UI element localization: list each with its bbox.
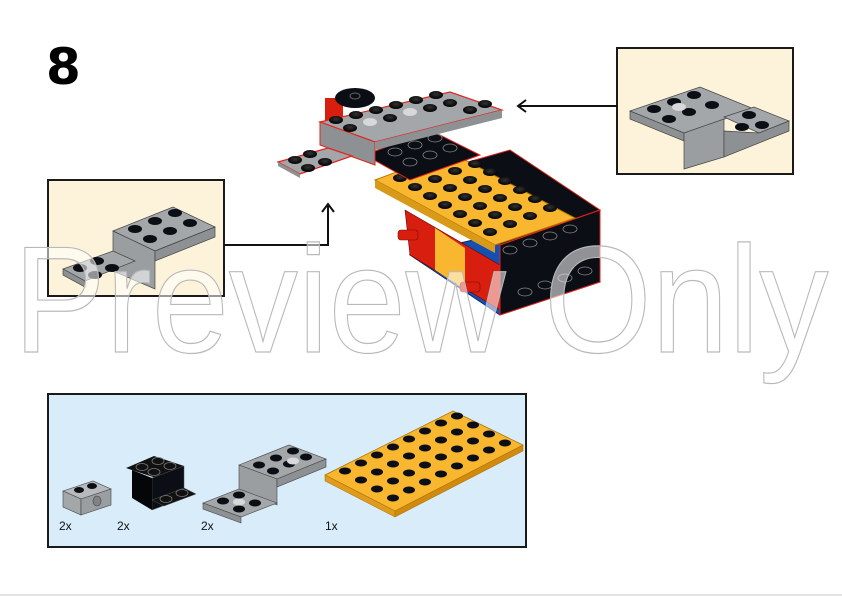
part-qty: 2x [201,519,214,533]
black-bracket-part-icon [126,456,197,511]
bracket-part-illustration [629,86,790,170]
grey-bracket-part-icon [202,444,327,524]
parts-list: 2x 2x 2x [47,393,527,548]
watermark-text: Preview Only [14,215,829,385]
page-bottom-rule [0,594,842,596]
part-qty: 2x [117,519,130,533]
bracket-part-illustration [62,206,216,290]
yellow-plate-part-icon [324,410,524,518]
part-qty: 1x [325,519,338,533]
step-number: 8 [46,38,81,96]
callout-right [616,47,794,175]
arrow-up-icon [225,202,335,246]
arrow-left-icon [516,99,617,113]
main-model-illustration [276,88,602,316]
callout-left [47,179,225,297]
technic-brick-part-icon [62,480,112,516]
part-qty: 2x [59,519,72,533]
preview-watermark: Preview Only [13,214,829,385]
